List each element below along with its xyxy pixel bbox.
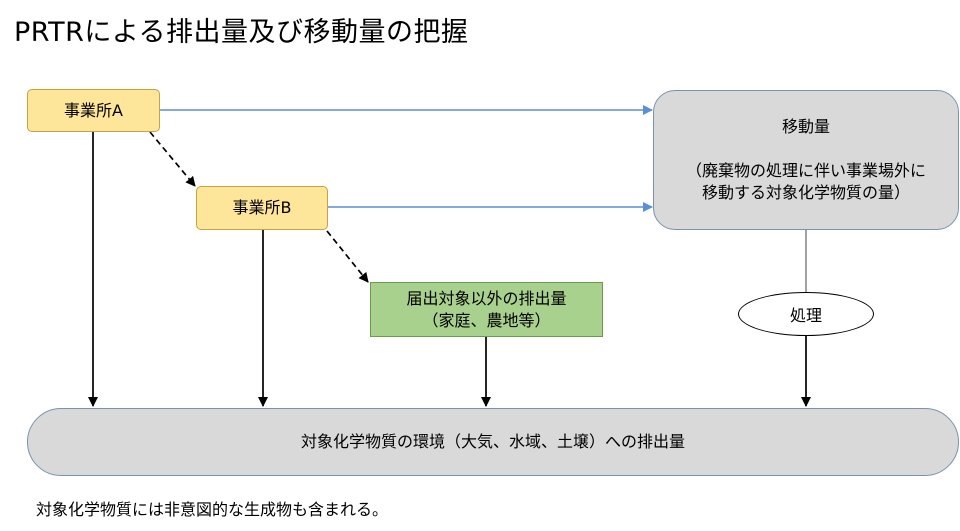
transfer-heading: 移動量 [781, 117, 830, 136]
treatment-oval: 処理 [738, 292, 874, 336]
non-reported-line2: （家庭、農地等） [422, 310, 551, 330]
environment-release-box: 対象化学物質の環境（大気、水域、土壌）への排出量 [27, 408, 959, 476]
transfer-amount-box: 移動量 （廃棄物の処理に伴い事業場外に 移動する対象化学物質の量） [653, 90, 959, 230]
arrow-a-to-b [149, 131, 196, 187]
non-reported-emissions-box: 届出対象以外の排出量 （家庭、農地等） [370, 282, 603, 337]
transfer-line1: （廃棄物の処理に伴い事業場外に [685, 161, 926, 180]
page-title: PRTRによる排出量及び移動量の把握 [14, 17, 469, 48]
environment-release-label: 対象化学物質の環境（大気、水域、土壌）への排出量 [300, 432, 685, 451]
facility-a-label: 事業所A [64, 100, 123, 120]
transfer-line2: 移動する対象化学物質の量） [701, 183, 910, 202]
facility-a-box: 事業所A [27, 89, 160, 132]
facility-b-box: 事業所B [196, 186, 328, 230]
facility-b-label: 事業所B [232, 198, 292, 217]
treatment-label: 処理 [789, 306, 822, 325]
arrow-b-to-non-reported [326, 230, 369, 283]
non-reported-line1: 届出対象以外の排出量 [406, 288, 567, 308]
footnote: 対象化学物質には非意図的な生成物も含まれる。 [36, 500, 389, 519]
